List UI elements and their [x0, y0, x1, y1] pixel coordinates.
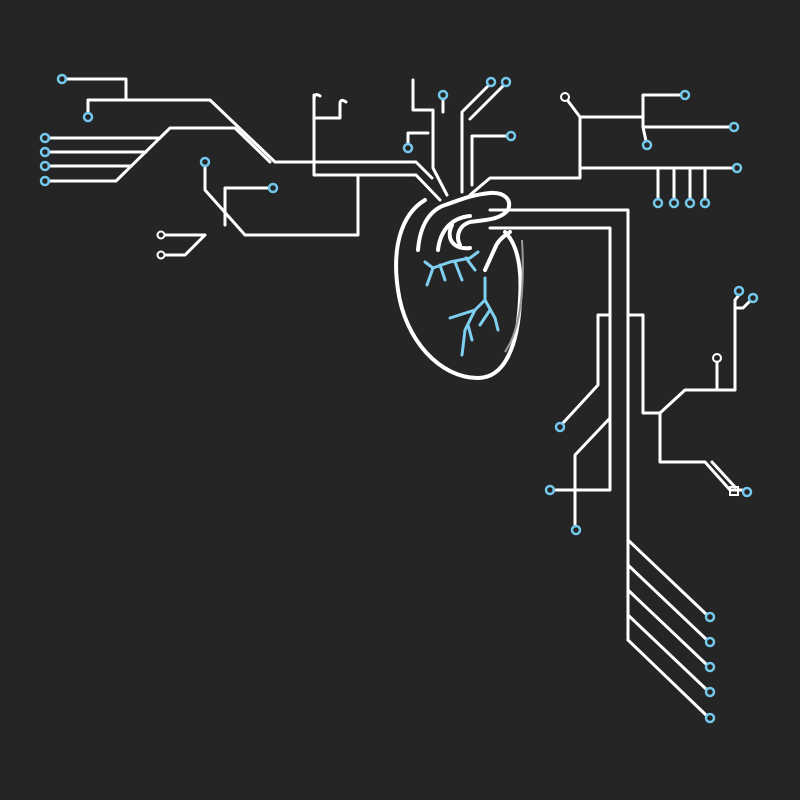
wire	[573, 416, 612, 528]
node	[641, 139, 653, 151]
heart-vessel	[483, 230, 512, 272]
node	[199, 156, 211, 168]
wire	[641, 125, 648, 143]
vein	[460, 276, 487, 357]
wire	[561, 313, 612, 425]
node	[437, 89, 449, 101]
wire	[411, 78, 449, 197]
node	[652, 197, 664, 209]
node	[39, 132, 51, 144]
wire	[163, 233, 207, 257]
heart-aorta	[416, 190, 511, 252]
node	[39, 175, 51, 187]
node	[560, 92, 570, 102]
wire	[626, 293, 741, 415]
node	[704, 636, 716, 648]
node	[741, 486, 753, 498]
wire	[312, 93, 322, 102]
wire	[733, 299, 752, 310]
node	[39, 160, 51, 172]
wire	[626, 538, 708, 616]
node	[704, 611, 716, 623]
node	[679, 89, 691, 101]
wire	[47, 126, 272, 183]
wire	[626, 588, 708, 666]
node	[570, 524, 582, 536]
node	[733, 285, 745, 297]
node	[544, 484, 556, 496]
node	[39, 146, 51, 158]
node	[500, 76, 512, 88]
node	[704, 661, 716, 673]
vein	[448, 298, 500, 342]
wire	[223, 186, 270, 227]
wire	[64, 77, 128, 102]
node	[731, 162, 743, 174]
wire	[626, 563, 708, 641]
node	[267, 182, 279, 194]
node	[704, 712, 716, 724]
heart-shading	[504, 239, 524, 353]
wire	[312, 98, 348, 120]
node	[704, 686, 716, 698]
node	[747, 292, 759, 304]
node	[554, 421, 566, 433]
node	[56, 73, 68, 85]
wire	[626, 613, 708, 691]
wire	[460, 84, 490, 194]
node	[729, 486, 739, 496]
circuit-nodes	[39, 73, 759, 724]
node	[684, 197, 696, 209]
heart	[394, 190, 524, 380]
wire	[356, 173, 442, 202]
wire	[203, 93, 360, 237]
circuit-wires	[47, 77, 752, 717]
wire	[658, 411, 744, 492]
node	[402, 142, 414, 154]
node	[668, 197, 680, 209]
node	[728, 121, 740, 133]
wire	[626, 638, 708, 717]
node	[699, 197, 711, 209]
wire	[86, 98, 434, 180]
wire	[468, 99, 582, 197]
wire	[578, 93, 683, 119]
vein	[425, 250, 480, 287]
node	[82, 111, 94, 123]
heart-outline	[394, 198, 523, 380]
heart-vessel	[436, 214, 472, 252]
node	[505, 130, 517, 142]
wire	[641, 115, 732, 129]
heart-vessel	[447, 223, 472, 251]
node	[156, 230, 166, 240]
heart-veins	[423, 250, 500, 357]
node	[712, 353, 722, 363]
wire	[470, 134, 509, 187]
node	[485, 76, 497, 88]
wire	[406, 131, 430, 146]
wire	[656, 166, 707, 201]
wire	[468, 84, 505, 121]
wire	[488, 226, 612, 492]
node	[156, 250, 166, 260]
vein	[423, 256, 477, 282]
wire	[488, 208, 630, 642]
wire	[710, 460, 737, 489]
